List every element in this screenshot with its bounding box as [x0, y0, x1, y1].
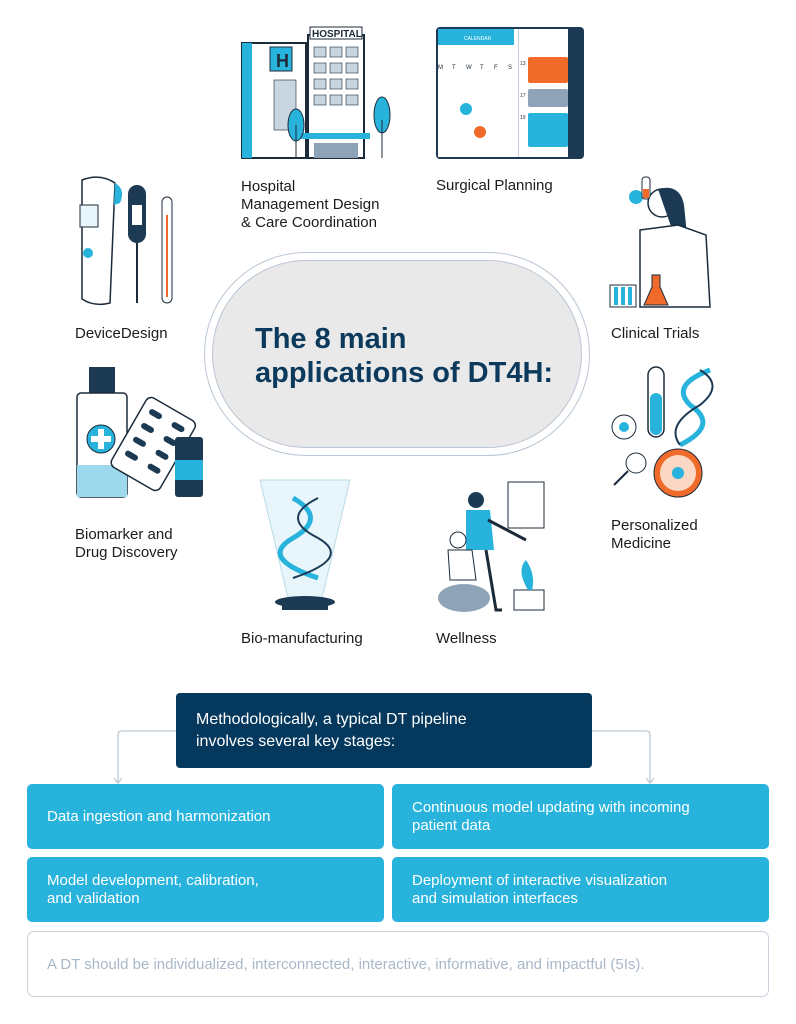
label-device-design: DeviceDesign	[75, 325, 168, 343]
hospital-icon: H HOSPITAL	[241, 26, 391, 159]
svg-text:W: W	[466, 65, 472, 71]
label-biomarker-drug-discovery: Biomarker and Drug Discovery	[75, 526, 178, 562]
label-surgical-planning: Surgical Planning	[436, 177, 553, 195]
hospital-sign: HOSPITAL	[312, 29, 362, 40]
svg-text:F: F	[494, 65, 498, 71]
label-line: Clinical Trials	[611, 325, 700, 342]
title-pill	[212, 260, 582, 448]
title-line-2: applications of DT4H:	[255, 357, 554, 389]
label-line: Wellness	[436, 630, 497, 647]
medicine-icon	[76, 367, 203, 498]
label-line: Drug Discovery	[75, 544, 178, 561]
dna-hologram-icon	[259, 479, 351, 610]
label-hospital-management: Hospital Management Design & Care Coordi…	[241, 178, 379, 232]
intro-line: involves several key stages:	[196, 733, 396, 750]
stage-line: Continuous model updating with incoming	[412, 798, 690, 816]
label-line: Hospital	[241, 178, 296, 195]
day: 19	[520, 115, 526, 121]
pipeline-intro-box: Methodologically, a typical DT pipeline …	[176, 693, 592, 768]
note-text: A DT should be individualized, interconn…	[47, 955, 645, 973]
label-line: & Care Coordination	[241, 214, 377, 231]
label-line: Management Design	[241, 196, 380, 213]
calendar-header: CALENDAR	[464, 36, 492, 42]
label-line: Surgical Planning	[436, 177, 553, 194]
label-wellness: Wellness	[436, 630, 497, 648]
svg-text:T: T	[452, 65, 456, 71]
stage-line: and simulation interfaces	[412, 889, 578, 907]
svg-text:H: H	[276, 51, 289, 71]
stage-line: Deployment of interactive visualization	[412, 871, 668, 889]
title-line-1: The 8 main	[255, 323, 407, 355]
label-line: Medicine	[611, 535, 672, 552]
stage-model-development: Model development, calibration, and vali…	[27, 857, 384, 922]
intro-line: Methodologically, a typical DT pipeline	[196, 711, 467, 728]
stage-line: and validation	[47, 889, 140, 907]
label-line: Bio-manufacturing	[241, 630, 363, 647]
day: 17	[520, 93, 526, 99]
label-clinical-trials: Clinical Trials	[611, 325, 699, 343]
svg-text:M: M	[438, 65, 443, 71]
stage-line: patient data	[412, 816, 491, 834]
physiotherapy-icon	[438, 481, 545, 612]
stage-data-ingestion: Data ingestion and harmonization	[27, 784, 384, 849]
title-pill-outline	[204, 252, 590, 456]
label-line: DeviceDesign	[75, 325, 168, 342]
label-bio-manufacturing: Bio-manufacturing	[241, 630, 363, 648]
thermometer-icon	[79, 176, 173, 306]
day: 13	[520, 61, 526, 67]
label-personalized-medicine: Personalized Medicine	[611, 517, 698, 553]
label-line: Personalized	[611, 517, 698, 534]
calendar-tablet-icon: CALENDAR M T W T F S 13 17 19	[436, 27, 584, 159]
stage-continuous-updating: Continuous model updating with incoming …	[392, 784, 769, 849]
five-is-note: A DT should be individualized, interconn…	[27, 931, 769, 997]
stage-deployment: Deployment of interactive visualization …	[392, 857, 769, 922]
dna-test-tube-icon	[611, 366, 714, 498]
scientist-icon	[609, 176, 711, 308]
page-title: The 8 main applications of DT4H:	[255, 322, 553, 390]
svg-text:S: S	[508, 65, 512, 71]
svg-text:T: T	[480, 65, 484, 71]
stage-line: Model development, calibration,	[47, 871, 259, 889]
stage-line: Data ingestion and harmonization	[47, 807, 271, 825]
label-line: Biomarker and	[75, 526, 173, 543]
